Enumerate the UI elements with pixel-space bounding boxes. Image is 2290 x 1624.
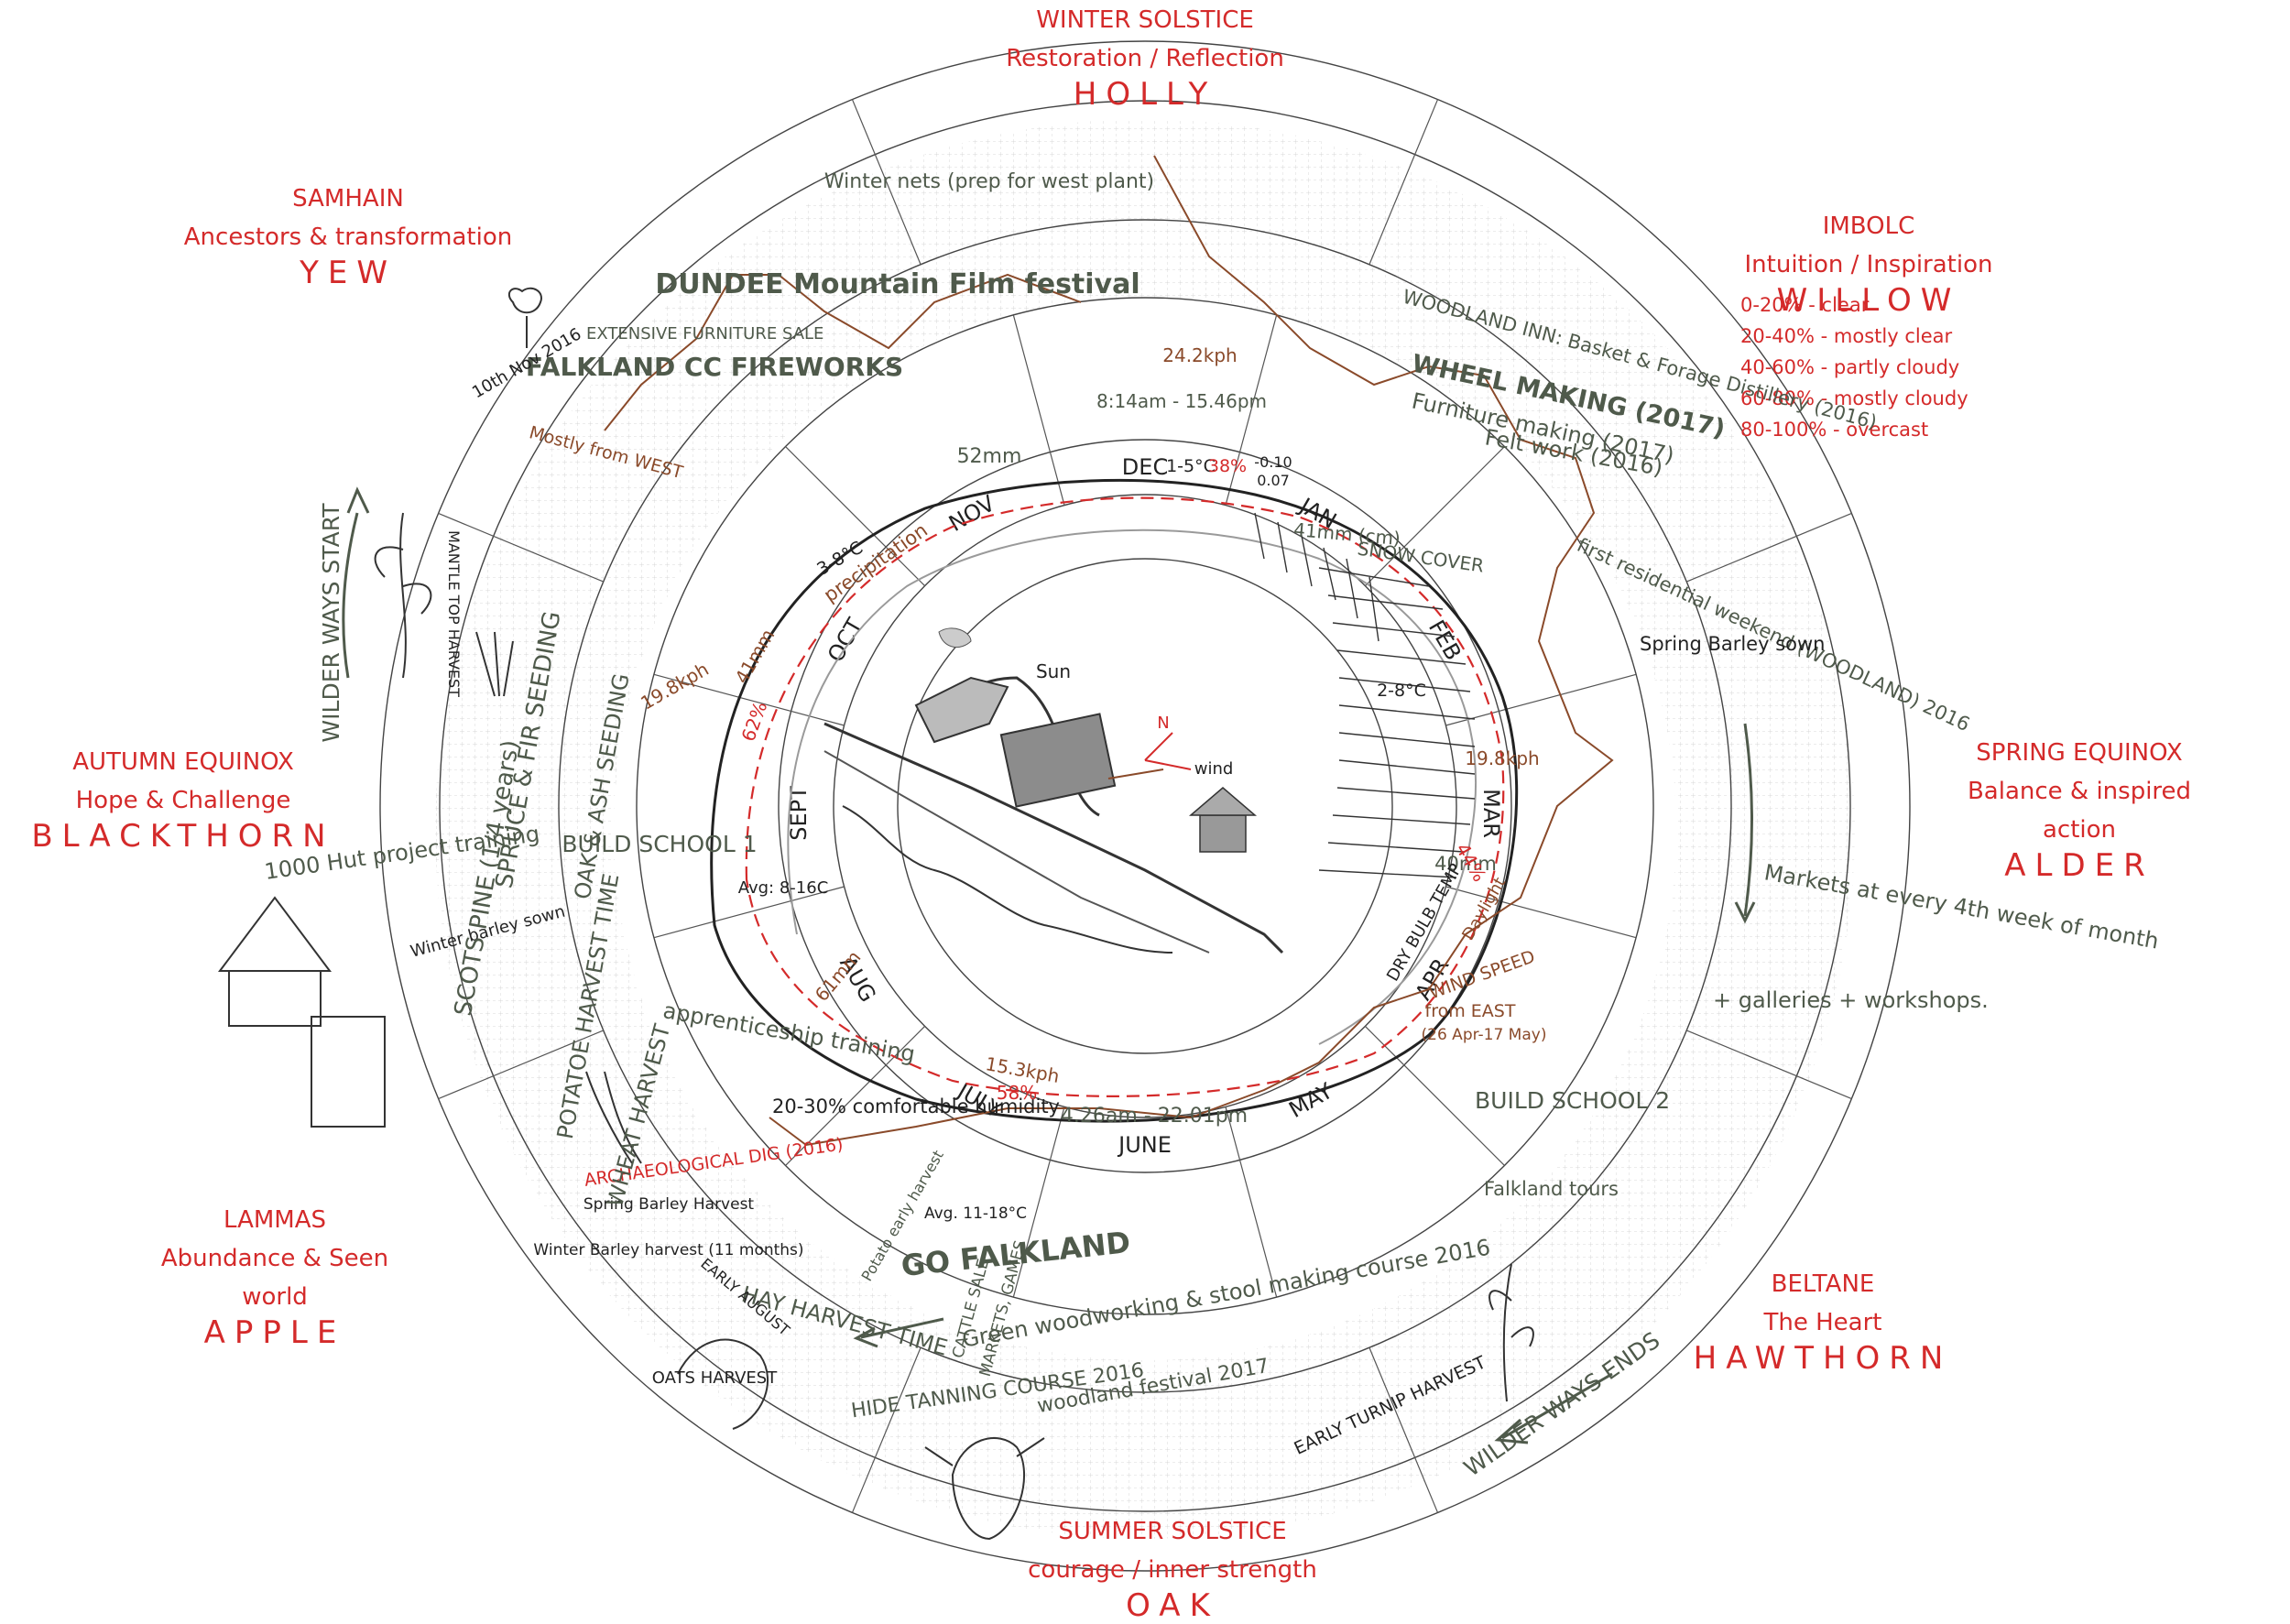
climate-numbers-jan: -0.10 [1254,453,1292,471]
climate-sunrise-june: 4.26am - 22.01pm [1061,1105,1248,1128]
climate-numbers-jan2: 0.07 [1257,472,1290,489]
climate-precip-dec: 52mm [957,445,1022,468]
climate-wind-apr: 19.8kph [1465,747,1539,769]
precipitation-dashed-line [747,498,1503,1096]
festival-winter-solstice: WINTER SOLSTICE Restoration / ReflectionH… [1006,6,1284,113]
month-label: MAY [1284,1078,1337,1123]
festival-line: Intuition / Inspiration [1745,251,1993,278]
wilder-ways-start-arrow [344,513,357,678]
event-winter-nets: Winter nets (prep for west plant) [824,170,1154,193]
event-falkland-fireworks: FALKLAND CC FIREWORKS [526,352,903,382]
festival-line: BELTANE [1772,1270,1875,1298]
event-dundee: DUNDEE Mountain Film festival [655,268,1140,300]
month-label: JUNE [1117,1132,1172,1158]
month-spoke [1013,315,1064,506]
festival-line: Ancestors & transformation [184,223,512,251]
event-winter-barley-harvest: Winter Barley harvest (11 months) [533,1241,803,1259]
climate-precip-oct: 41mm [730,626,779,688]
event-wilder-ways-start: WILDER WAYS START [318,503,344,743]
month-label: DEC [1122,454,1168,480]
event-oats-harvest: OATS HARVEST [652,1368,778,1388]
climate-sunrise-dec: 8:14am - 15.46pm [1096,390,1267,412]
climate-wind-oct: 19.8kph [637,658,713,714]
festival-summer-solstice: SUMMER SOLSTICE courage / inner strengthO… [1028,1518,1317,1619]
climate-wind-dec: 24.2kph [1162,344,1237,366]
festival-tree: HAWTHORN [1694,1340,1953,1377]
daylight-grey-line [788,530,1476,1044]
festival-line: SUMMER SOLSTICE [1058,1518,1286,1545]
ring-7 [898,559,1392,1053]
event-apprenticeship: apprenticeship training [661,997,917,1067]
festival-line: IMBOLC [1823,213,1915,240]
event-spring-barley: Spring Barley sown [1640,633,1825,655]
month-label: MAR [1478,789,1504,838]
plant-sketch-left [376,513,431,678]
festival-line: Abundance & Seen [161,1245,388,1272]
festival-line: AUTUMN EQUINOX [72,748,294,776]
festival-line: world [242,1283,308,1311]
festival-spring-equinox: SPRING EQUINOX Balance & inspired actionAL… [1968,739,2191,884]
festival-tree: OAK [1126,1587,1219,1619]
ring-6 [834,495,1456,1117]
climate-wind-dates: (26 Apr-17 May) [1422,1026,1547,1044]
event-furniture-sale: EXTENSIVE FURNITURE SALE [586,324,823,343]
festival-line: The Heart [1763,1309,1882,1336]
shed-sketch [311,1017,385,1127]
climate-pct-july: 58% [997,1082,1037,1104]
event-build-school-1: BUILD SCHOOL 1 [562,831,757,857]
event-mushroom-harvest: MANTLE TOP HARVEST [445,530,463,697]
month-spoke [1445,674,1636,725]
cloud-legend-item: 40-60% - partly cloudy [1740,356,1959,378]
climate-pct-jan: 38% [1208,456,1247,476]
festival-tree: APPLE [204,1314,346,1351]
festival-line: courage / inner strength [1028,1556,1317,1584]
event-galleries: + galleries + workshops. [1713,987,1989,1013]
event-falkland-tours: Falkland tours [1484,1178,1619,1200]
festival-tree: HOLLY [1074,76,1216,113]
festival-line: WINTER SOLSTICE [1036,6,1254,34]
festival-line: LAMMAS [224,1206,326,1234]
climate-temp-sept: Avg: 8-16C [738,878,829,898]
climate-temp-mar: 2-8°C [1377,681,1426,701]
festival-tree: YEW [299,255,397,291]
festival-line: action [2043,816,2116,844]
cloud-legend-item: 0-20% - clear [1740,294,1870,316]
festival-tree: BLACKTHORN [31,818,334,855]
temperature-line [712,480,1517,1121]
hut-sketch [220,898,330,1026]
tree-sketch-topleft [509,289,541,348]
climate-center-n: N [1157,714,1169,733]
event-build-school-2: BUILD SCHOOL 2 [1475,1087,1670,1114]
month-spoke [1226,1106,1277,1297]
climate-temp-july: Avg. 11-18°C [924,1204,1027,1223]
climate-lines [712,480,1517,1121]
climate-center-wind: wind [1194,759,1234,779]
climate-wind-from-east: from EAST [1425,1001,1516,1021]
climate-daylight: Daylight [1458,874,1510,943]
festival-line: SPRING EQUINOX [1976,739,2182,767]
festival-line: Hope & Challenge [76,787,291,814]
month-label: OCT [823,614,868,667]
climate-snow-cover: SNOW COVER [1356,538,1485,577]
cloud-legend-item: 20-40% - mostly clear [1740,325,1952,347]
festival-line: SAMHAIN [292,185,404,213]
festival-line: Restoration / Reflection [1006,45,1284,72]
festival-tree: ALDER [2004,847,2154,884]
festival-line: Balance & inspired [1968,778,2191,805]
climate-center-sun: Sun [1036,660,1071,682]
